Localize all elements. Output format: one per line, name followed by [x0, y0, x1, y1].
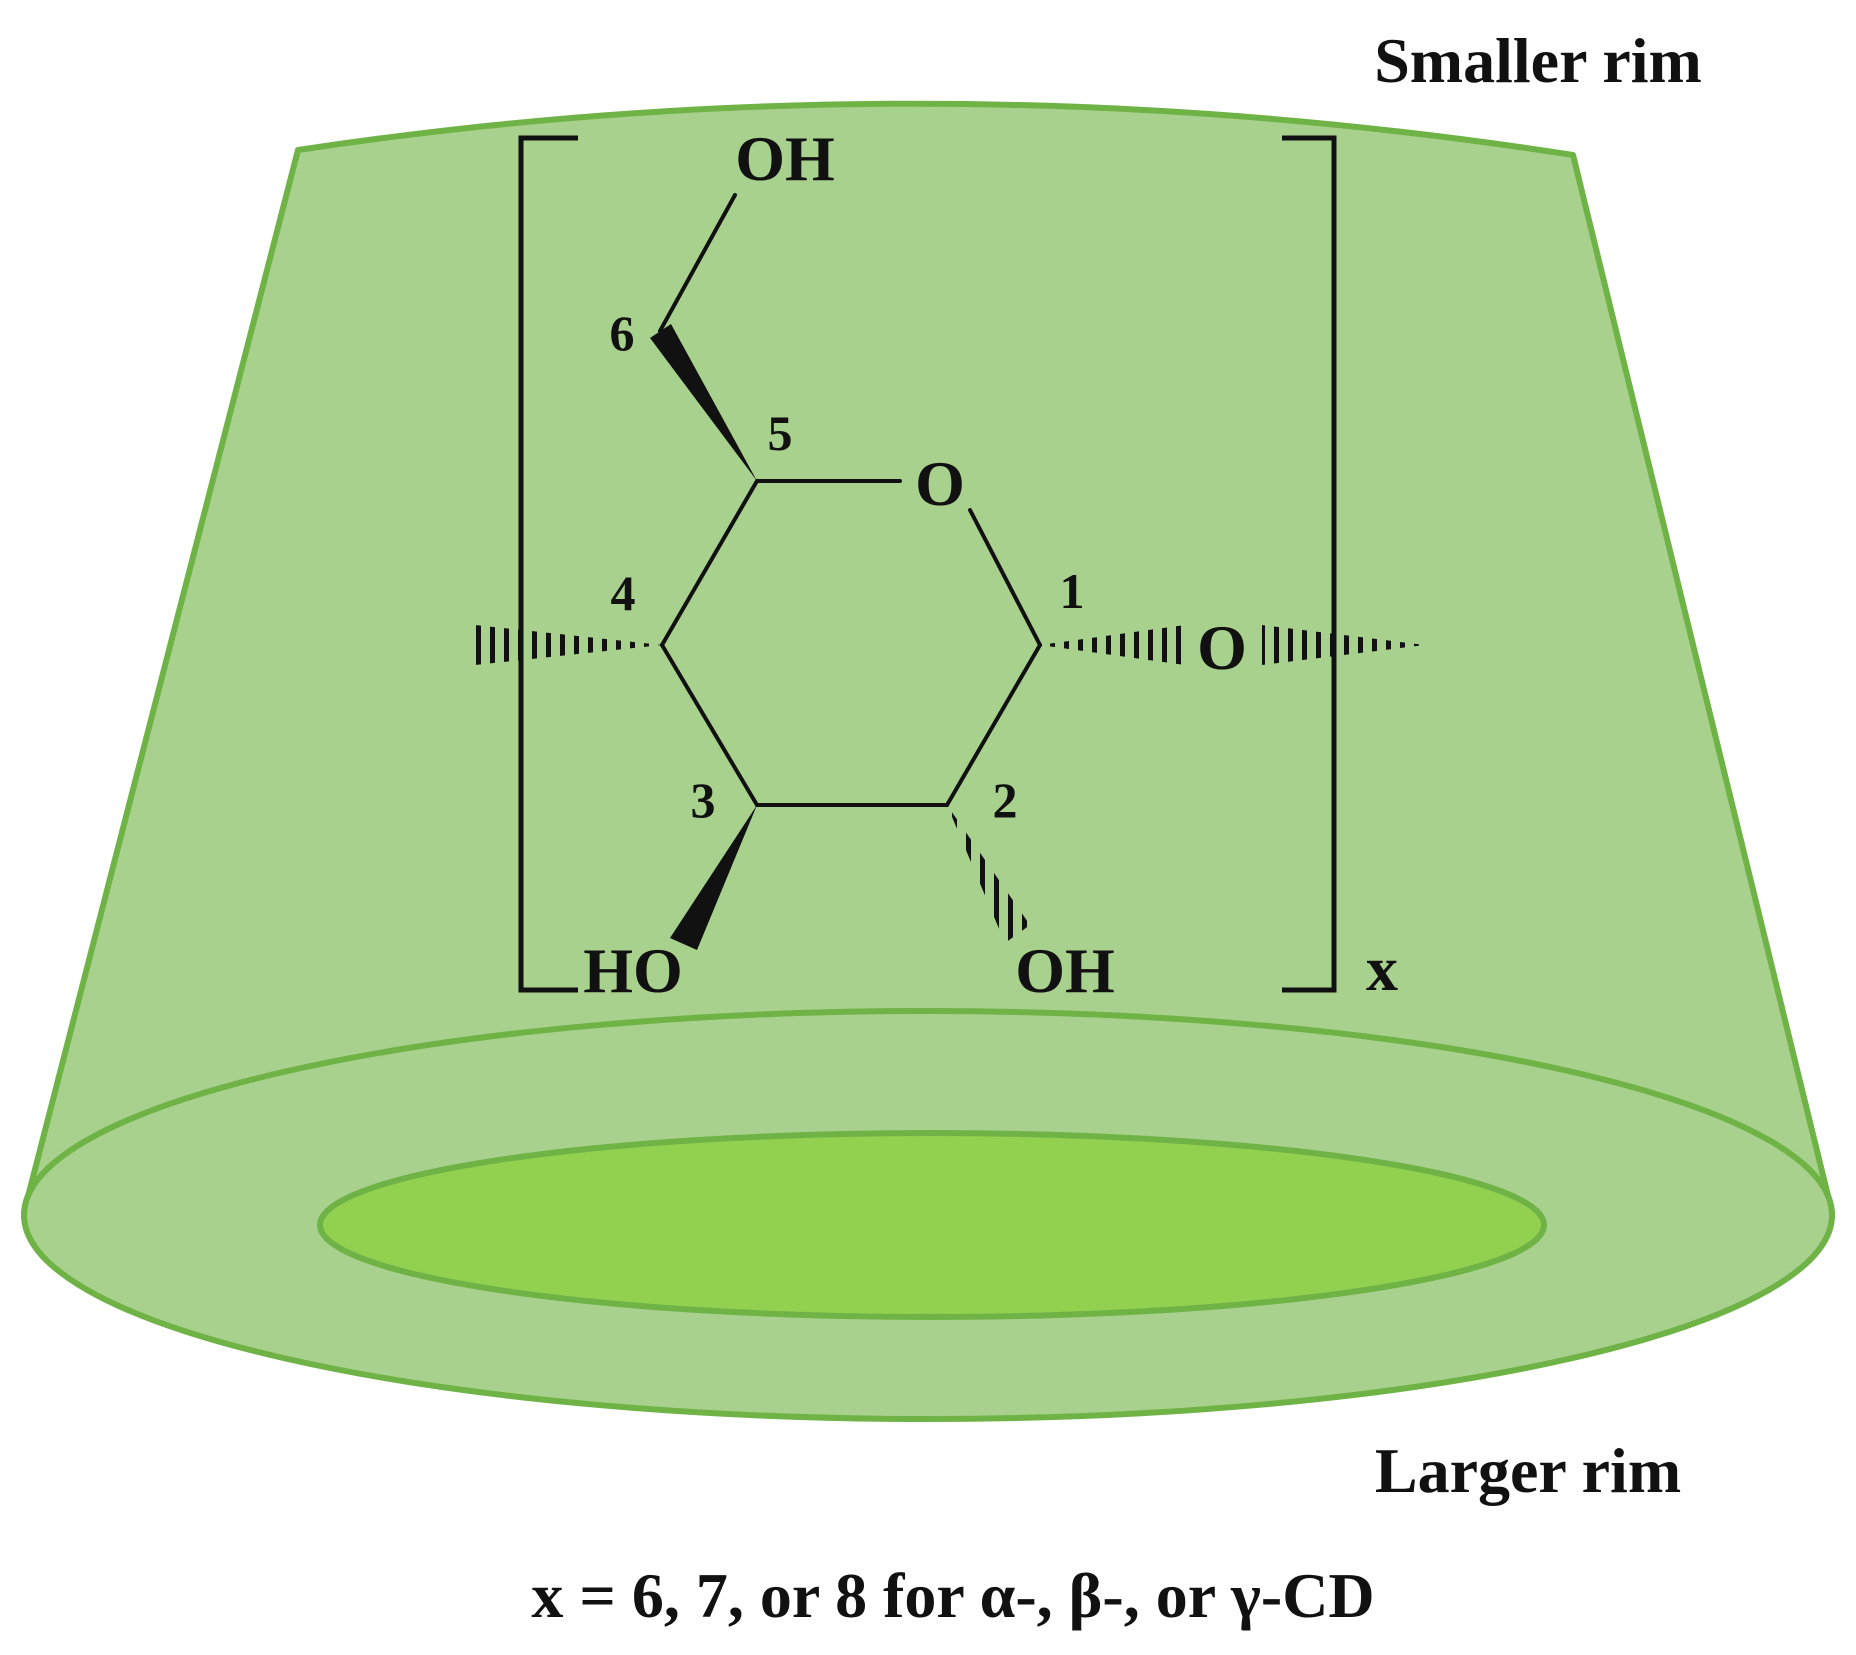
carbon-number-1: 1: [1060, 563, 1085, 619]
carbon-number-5: 5: [768, 405, 793, 461]
wedge-bond-c3-ho: [670, 805, 757, 950]
atom-oh-bottom-right: OH: [1015, 935, 1115, 1006]
pyranose-ring: [660, 479, 1042, 807]
repeat-subscript: x: [1366, 933, 1398, 1004]
carbon-number-4: 4: [611, 565, 636, 621]
hashed-bond-c2-oh: [947, 805, 1030, 943]
hashed-bond-o-right: [1262, 625, 1425, 665]
right-bracket: [1282, 135, 1337, 993]
atom-glycosidic-oxygen: O: [1197, 612, 1247, 683]
larger-rim-label: Larger rim: [1375, 1435, 1681, 1506]
bond-c6-oh: [658, 193, 737, 333]
cavity-ellipse: [317, 1130, 1547, 1320]
smaller-rim-label: Smaller rim: [1374, 25, 1702, 96]
atom-ho-bottom-left: HO: [583, 935, 683, 1006]
caption: x = 6, 7, or 8 for α-, β-, or γ-CD: [531, 1560, 1374, 1631]
wedge-bond-c5-c6: [650, 324, 757, 481]
carbon-number-3: 3: [691, 772, 716, 828]
hashed-bond-c4-left: [475, 625, 662, 665]
carbon-number-6: 6: [610, 305, 635, 361]
carbon-number-2: 2: [993, 772, 1018, 828]
atom-ring-oxygen: O: [915, 448, 965, 519]
cone-body: [21, 100, 1835, 1215]
hashed-bond-c1-o: [1040, 625, 1185, 665]
left-bracket: [518, 135, 578, 993]
atom-oh-top: OH: [735, 123, 835, 194]
